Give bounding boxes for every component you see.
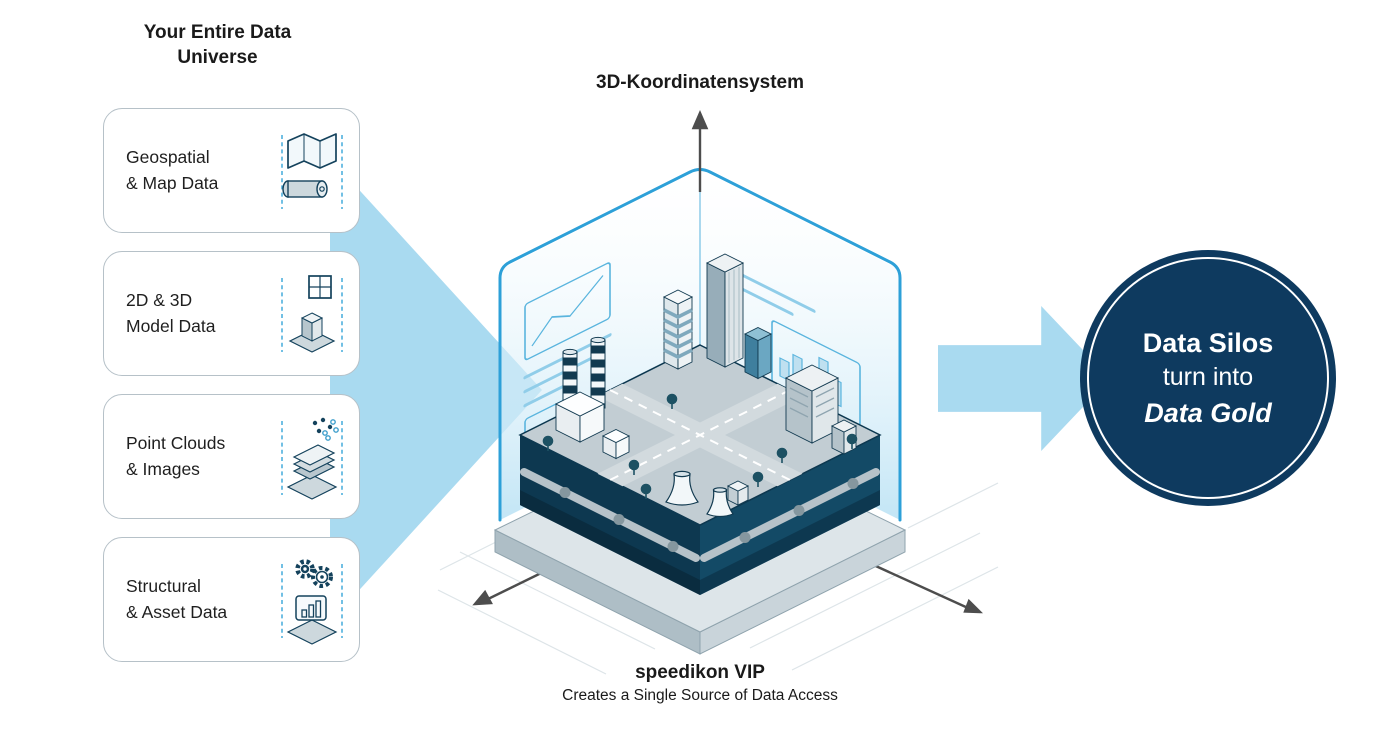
card-label: Structural & Asset Data xyxy=(126,576,228,622)
product-subtitle: Creates a Single Source of Data Access xyxy=(562,687,838,704)
map-icon xyxy=(281,132,343,209)
tower-striped xyxy=(662,289,694,370)
factory xyxy=(554,391,631,460)
point-cloud-icon xyxy=(281,417,343,500)
left-panel-title: Your Entire Data Universe xyxy=(143,22,292,69)
data-source-cards: Geospatial & Map Data 2D & 3D Model Dat xyxy=(103,108,360,662)
trees xyxy=(542,393,858,499)
result-line2: turn into xyxy=(1162,363,1254,392)
card-label: 2D & 3D Model Data xyxy=(126,290,216,336)
product-caption: speedikon VIP Creates a Single Source of… xyxy=(510,662,890,705)
floor-grid xyxy=(437,482,999,675)
card-structural-assets: Structural & Asset Data xyxy=(103,537,360,662)
roads xyxy=(597,383,803,487)
model-2d3d-icon xyxy=(281,274,343,353)
card-model-data: 2D & 3D Model Data xyxy=(103,251,360,376)
pipeline xyxy=(520,468,880,562)
product-name: speedikon VIP xyxy=(635,662,765,683)
skyscraper xyxy=(705,253,745,368)
result-line1: Data Silos xyxy=(1142,327,1274,358)
coordinate-system-label: 3D-Koordinatensystem xyxy=(596,72,804,93)
cooling-towers xyxy=(665,470,734,518)
axis-arrow-up xyxy=(691,109,709,192)
coordinate-system-scene xyxy=(437,109,999,675)
result-line3: Data Gold xyxy=(1144,397,1272,428)
card-geospatial: Geospatial & Map Data xyxy=(103,108,360,233)
building-blue xyxy=(743,326,773,380)
gears-asset-icon xyxy=(281,558,343,645)
small-cube xyxy=(726,480,750,506)
card-label: Point Clouds & Images xyxy=(126,433,226,479)
card-point-clouds: Point Clouds & Images xyxy=(103,394,360,519)
city-platform xyxy=(518,253,882,595)
building-gray-large xyxy=(784,364,840,444)
result-circle: Data Silos turn into Data Gold xyxy=(1080,250,1336,506)
card-label: Geospatial & Map Data xyxy=(126,147,219,193)
